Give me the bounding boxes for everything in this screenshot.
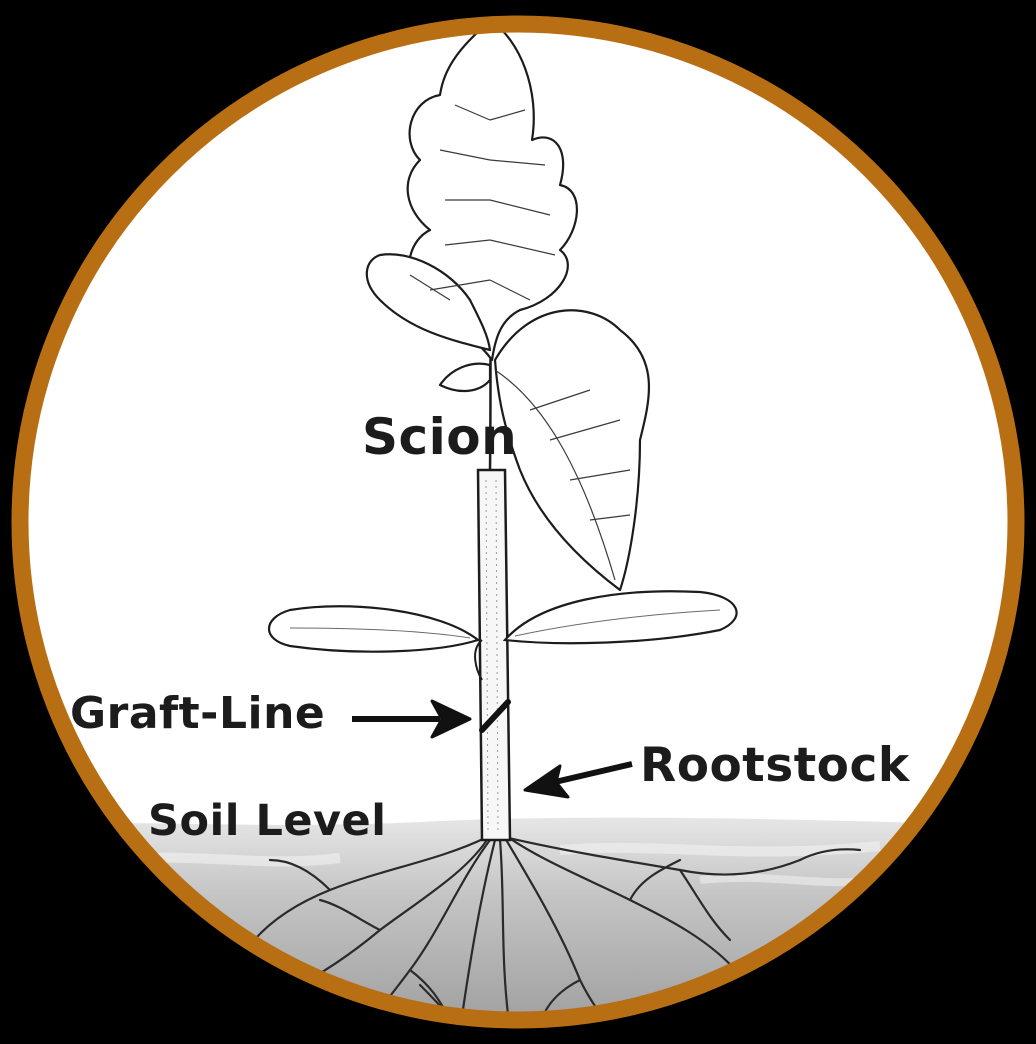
stem <box>475 470 510 840</box>
soil-level-label: Soil Level <box>148 796 386 846</box>
rootstock-label: Rootstock <box>640 738 910 793</box>
graft-line-label: Graft-Line <box>70 688 325 739</box>
scion-label: Scion <box>362 408 517 466</box>
